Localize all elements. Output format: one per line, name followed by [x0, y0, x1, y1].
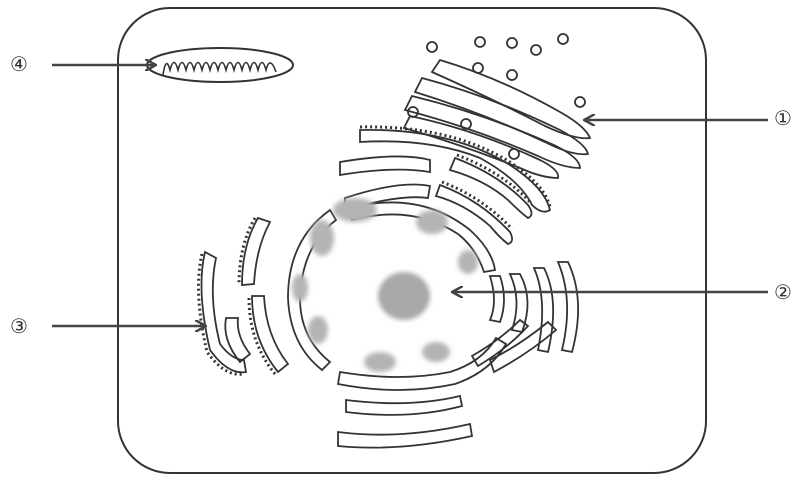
nucleolus: [378, 272, 430, 320]
mitochondrion: [147, 48, 293, 82]
label-1: ①: [774, 108, 792, 128]
label-2: ②: [774, 282, 792, 302]
rough-er-left: [198, 218, 288, 374]
label-4: ④: [10, 54, 28, 74]
label-3: ③: [10, 316, 28, 336]
golgi-apparatus: [404, 34, 590, 178]
